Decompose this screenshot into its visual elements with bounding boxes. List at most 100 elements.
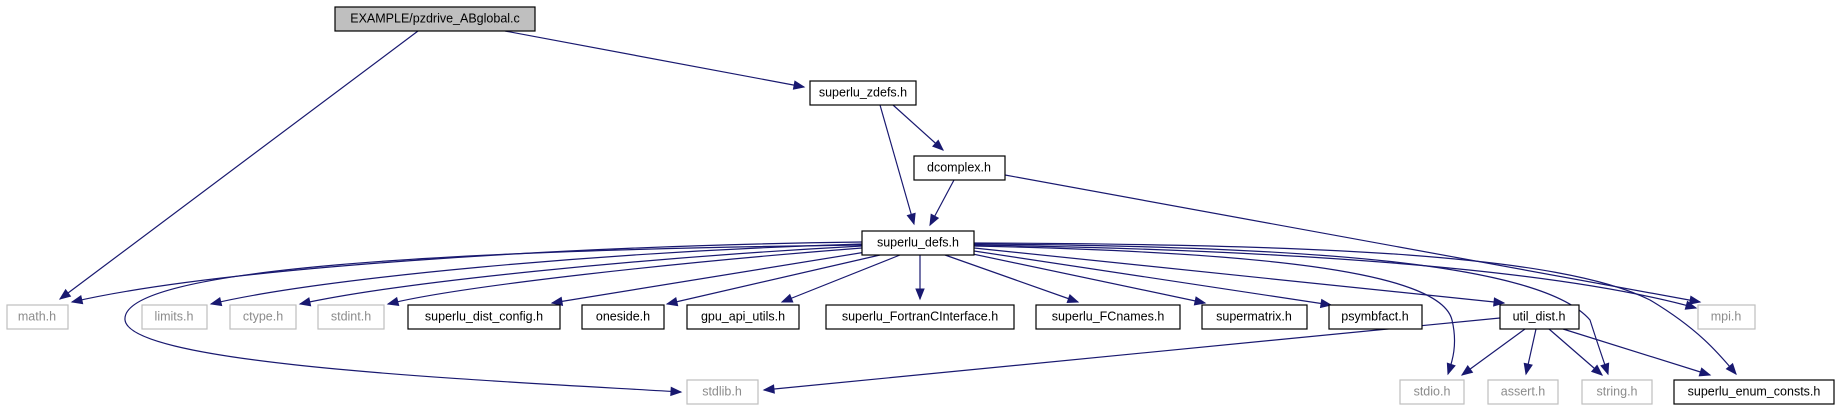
edge-dcomplex-to-mpi [1004, 174, 1702, 305]
node-superlu-fortrancinterface-h[interactable]: superlu_FortranCInterface.h [825, 304, 1015, 330]
node-supermatrix-h[interactable]: supermatrix.h [1201, 304, 1308, 330]
edge-util-dist-to-stdlib [762, 317, 1501, 394]
edge-util-dist-to-superlu-enum-consts [1562, 328, 1712, 377]
node-label-gpu-api-utils: gpu_api_utils.h [701, 309, 785, 323]
node-oneside-h[interactable]: oneside.h [581, 304, 665, 330]
edge-util-dist-to-string [1548, 328, 1604, 376]
edge-defs-to-util-dist [973, 247, 1506, 307]
edge-defs-to-oneside [665, 254, 881, 307]
arrowhead [1688, 295, 1702, 305]
arrowhead [1319, 298, 1333, 309]
edge-defs-to-stdio [973, 245, 1456, 376]
arrowhead [1684, 300, 1698, 310]
arrowhead [932, 139, 945, 151]
node-stdlib-h[interactable]: stdlib.h [686, 379, 759, 405]
node-label-util-dist: util_dist.h [1513, 309, 1566, 323]
node-label-dcomplex: dcomplex.h [927, 160, 991, 174]
node-label-superlu-enum-consts: superlu_enum_consts.h [1688, 384, 1821, 398]
edge-defs-to-mpi [973, 244, 1698, 310]
edge-defs-to-limits [209, 243, 863, 307]
edge-defs-to-supermatrix [967, 252, 1207, 306]
node-stdio-h[interactable]: stdio.h [1399, 379, 1465, 405]
edge-defs-to-ctype [298, 245, 863, 307]
arrowhead [1066, 294, 1080, 303]
arrowhead [1590, 364, 1604, 376]
node-label-psymbfact: psymbfact.h [1341, 309, 1408, 323]
node-label-superlu-defs: superlu_defs.h [877, 235, 959, 249]
node-gpu-api-utils-h[interactable]: gpu_api_utils.h [686, 304, 800, 330]
edge-defs-to-superlu-dist-config [550, 251, 867, 306]
arrowhead [1493, 297, 1506, 307]
node-util-dist-h[interactable]: util_dist.h [1499, 304, 1580, 330]
arrowhead [70, 295, 84, 305]
node-label-oneside: oneside.h [596, 309, 650, 323]
node-stdint-h[interactable]: stdint.h [317, 304, 385, 330]
arrowhead [209, 296, 223, 307]
node-superlu-defs-h[interactable]: superlu_defs.h [861, 230, 975, 256]
arrowhead [550, 296, 564, 306]
node-dcomplex-h[interactable]: dcomplex.h [913, 155, 1006, 181]
node-label-limits: limits.h [155, 309, 194, 323]
node-label-superlu-dist-config: superlu_dist_config.h [425, 309, 543, 323]
arrowhead [780, 293, 794, 303]
node-superlu-zdefs-h[interactable]: superlu_zdefs.h [809, 80, 917, 106]
edge-defs-to-gpu-api-utils [780, 254, 901, 303]
node-string-h[interactable]: string.h [1581, 379, 1653, 405]
node-label-stdlib: stdlib.h [702, 384, 742, 398]
edge-zdefs-to-superlu-defs [879, 104, 916, 226]
node-label-ctype: ctype.h [243, 309, 283, 323]
node-label-assert: assert.h [1501, 384, 1546, 398]
node-ctype-h[interactable]: ctype.h [229, 304, 297, 330]
arrowhead [58, 288, 72, 300]
node-superlu-dist-config-h[interactable]: superlu_dist_config.h [407, 304, 561, 330]
node-label-math: math.h [18, 309, 56, 323]
arrowhead [1460, 364, 1474, 376]
edge-defs-to-string [973, 243, 1610, 376]
arrowhead [792, 80, 806, 90]
arrowhead [670, 386, 683, 397]
node-label-superlu-fcnames: superlu_FCnames.h [1052, 309, 1165, 323]
arrowhead [929, 213, 940, 227]
node-label-root: EXAMPLE/pzdrive_ABglobal.c [350, 11, 520, 25]
node-psymbfact-h[interactable]: psymbfact.h [1328, 304, 1423, 330]
node-math-h[interactable]: math.h [6, 304, 69, 330]
arrowhead [1523, 362, 1533, 376]
node-label-supermatrix: supermatrix.h [1216, 309, 1292, 323]
arrowhead [915, 288, 925, 301]
arrowhead [1698, 367, 1712, 377]
node-limits-h[interactable]: limits.h [141, 304, 208, 330]
node-mpi-h[interactable]: mpi.h [1697, 304, 1756, 330]
arrowhead [1193, 296, 1207, 306]
edge-util-dist-to-stdio [1460, 328, 1526, 376]
node-superlu-fcnames-h[interactable]: superlu_FCnames.h [1035, 304, 1181, 330]
edge-defs-to-psymbfact [973, 250, 1333, 309]
edge-defs-to-superlu-fcnames [944, 254, 1080, 303]
node-assert-h[interactable]: assert.h [1487, 379, 1559, 405]
node-label-stdint: stdint.h [331, 309, 371, 323]
edge-root-to-superlu-zdefs [504, 30, 806, 90]
node-label-mpi: mpi.h [1711, 309, 1742, 323]
edge-zdefs-to-dcomplex [892, 104, 945, 151]
dependency-nodes: EXAMPLE/pzdrive_ABglobal.c superlu_zdefs… [6, 6, 1835, 405]
dependency-edges [58, 30, 1737, 397]
arrowhead [298, 297, 312, 307]
arrowhead [906, 212, 916, 226]
edge-defs-to-stdlib [124, 244, 863, 397]
node-pzdrive-abglobal-c[interactable]: EXAMPLE/pzdrive_ABglobal.c [334, 6, 536, 32]
node-label-stdio: stdio.h [1414, 384, 1451, 398]
arrowhead [762, 384, 775, 394]
edge-defs-to-stdint [386, 247, 863, 307]
edge-dcomplex-to-superlu-defs [929, 179, 955, 227]
edge-defs-to-superlu-enum-consts [973, 242, 1737, 376]
edge-defs-to-math [70, 241, 863, 305]
node-label-superlu-fortrancinterface: superlu_FortranCInterface.h [842, 309, 998, 323]
node-superlu-enum-consts-h[interactable]: superlu_enum_consts.h [1673, 379, 1835, 405]
arrowhead [1725, 362, 1737, 376]
arrowhead [1600, 362, 1610, 376]
arrowhead [1446, 362, 1456, 376]
arrowhead [386, 296, 400, 307]
arrowhead [665, 297, 679, 307]
edge-defs-to-superlu-fortrancinterface [915, 255, 925, 301]
edge-root-to-math [58, 30, 419, 300]
